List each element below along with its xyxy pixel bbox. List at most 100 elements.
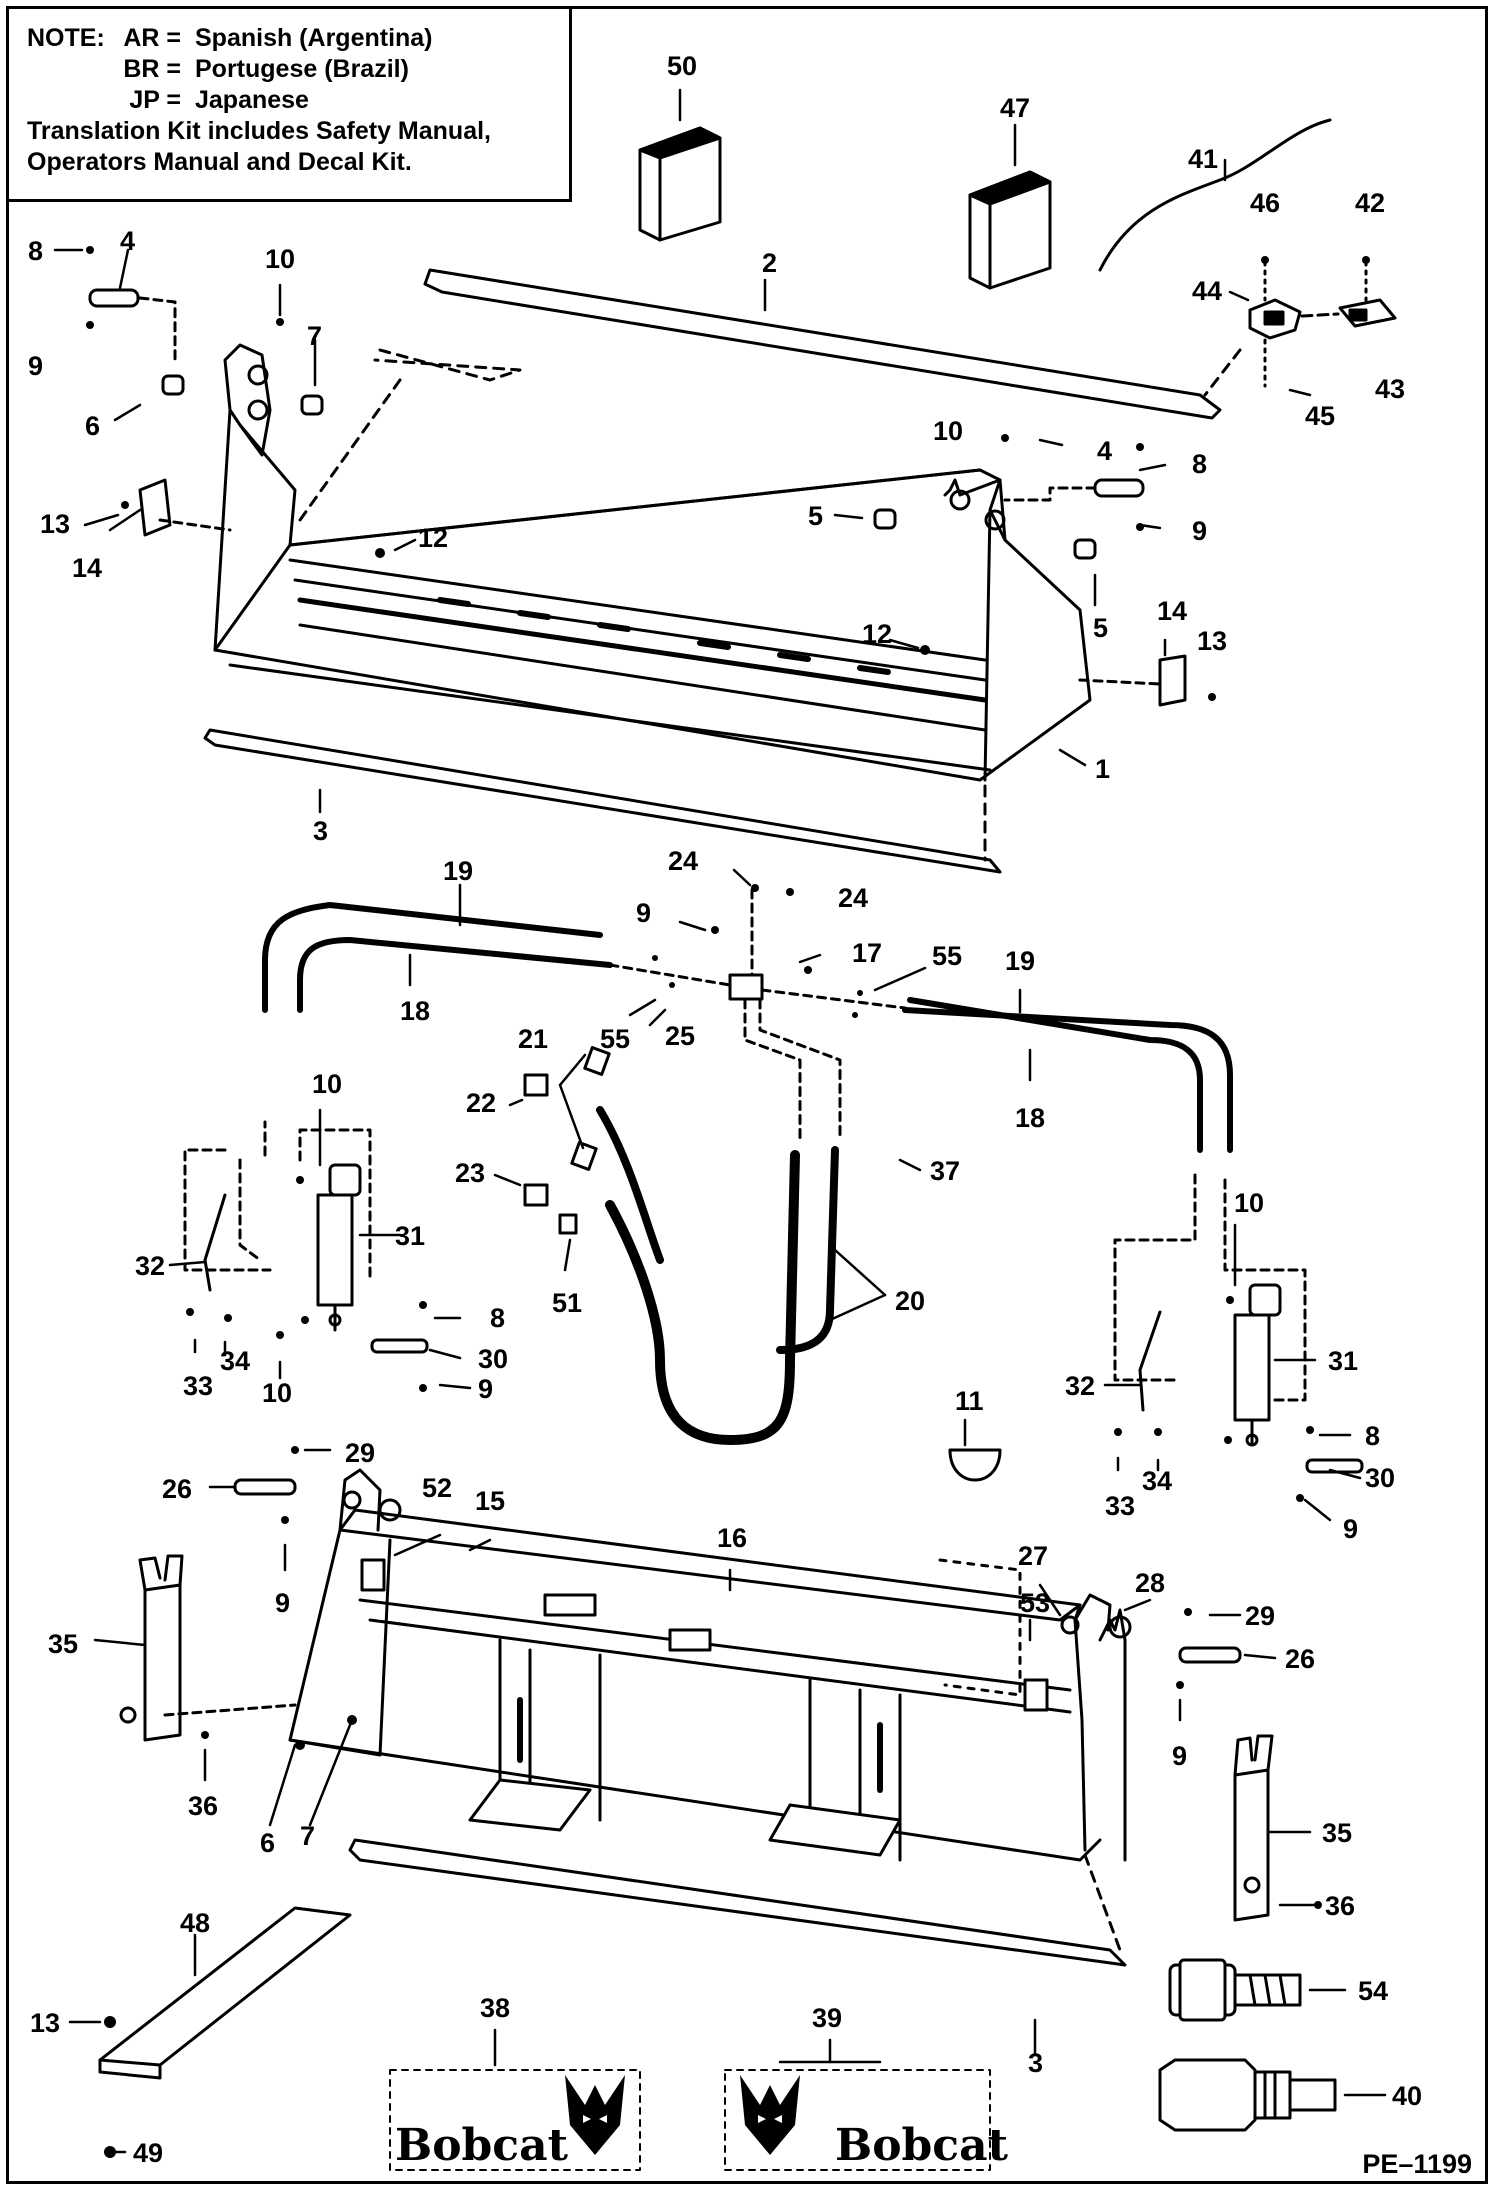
callout-8-b: 8: [1192, 449, 1207, 479]
callout-9-g: 9: [1172, 1741, 1187, 1771]
callout-18-b: 18: [1015, 1103, 1045, 1133]
callout-16: 16: [717, 1523, 747, 1553]
callout-1: 1: [1095, 754, 1110, 784]
coupler-54: [1168, 1958, 1302, 2022]
plate-14-left: [138, 478, 172, 537]
callout-31-a: 31: [395, 1221, 425, 1251]
callout-46: 46: [1250, 188, 1280, 218]
callout-9-a: 9: [28, 351, 43, 381]
cutting-edge-48: [98, 1906, 352, 2080]
callout-55-a: 55: [932, 941, 962, 971]
callout-34-a: 34: [220, 1346, 250, 1376]
callout-6-b: 6: [260, 1828, 275, 1858]
callout-13-b: 13: [1197, 626, 1227, 656]
callout-14-b: 14: [1157, 596, 1187, 626]
callout-15: 15: [475, 1486, 505, 1516]
manual-47: [968, 170, 1052, 290]
hose-20: [605, 1150, 800, 1445]
callout-10-b: 10: [933, 416, 963, 446]
callout-13-c: 13: [30, 2008, 60, 2038]
callout-36-a: 36: [188, 1791, 218, 1821]
pin-26-left: [233, 1478, 297, 1496]
callout-26-a: 26: [162, 1474, 192, 1504]
callout-42: 42: [1355, 188, 1385, 218]
decal-39-content: Bobcat: [740, 2075, 1009, 2171]
callout-12-a: 12: [418, 523, 448, 553]
callout-8-a: 8: [28, 236, 43, 266]
callout-26-b: 26: [1285, 1644, 1315, 1674]
callout-30-b: 30: [1365, 1463, 1395, 1493]
callout-53: 53: [1020, 1588, 1050, 1618]
coupler-40: [1158, 2058, 1337, 2132]
callout-33-a: 33: [183, 1371, 213, 1401]
bracket-35-right: [1233, 1734, 1274, 1922]
callout-44: 44: [1192, 276, 1222, 306]
callout-18-a: 18: [400, 996, 430, 1026]
callout-29-a: 29: [345, 1438, 375, 1468]
page-frame: [6, 6, 1488, 2184]
note-label: NOTE:: [27, 24, 105, 52]
callout-28: 28: [1135, 1568, 1165, 1598]
callout-51: 51: [552, 1288, 582, 1318]
callout-35-b: 35: [1322, 1818, 1352, 1848]
callout-20: 20: [895, 1286, 925, 1316]
callout-12-b: 12: [862, 619, 892, 649]
callout-2: 2: [762, 248, 777, 278]
callout-3-a: 3: [313, 816, 328, 846]
bushing-7-left: [300, 394, 324, 416]
callout-37: 37: [930, 1156, 960, 1186]
tee-25: [728, 973, 764, 1001]
callout-36-b: 36: [1325, 1891, 1355, 1921]
callout-13-a: 13: [40, 509, 70, 539]
svg-text:Bobcat: Bobcat: [395, 2120, 569, 2171]
hose-19-right: [907, 997, 1203, 1153]
note-line-2: Operators Manual and Decal Kit.: [27, 148, 412, 176]
note-row-jp: JP =Japanese: [129, 86, 309, 114]
callout-29-b: 29: [1245, 1601, 1275, 1631]
callout-34-b: 34: [1142, 1466, 1172, 1496]
callout-5-a: 5: [808, 501, 823, 531]
callout-10-e: 10: [1234, 1188, 1264, 1218]
callout-24-b: 24: [838, 883, 868, 913]
cylinder-31-right: [1113, 1173, 1307, 1447]
callout-19-a: 19: [443, 856, 473, 886]
callout-40: 40: [1392, 2081, 1422, 2111]
bushing-5-a: [873, 508, 897, 530]
callout-47: 47: [1000, 93, 1030, 123]
cylinder-31-left: [183, 1120, 372, 1332]
callout-23: 23: [455, 1158, 485, 1188]
callout-11: 11: [955, 1386, 984, 1416]
hose-18-left: [297, 937, 613, 1013]
callout-19-b: 19: [1005, 946, 1035, 976]
callout-54: 54: [1358, 1976, 1388, 2006]
bushing-6-left: [161, 374, 185, 396]
manual-50: [638, 126, 722, 242]
rod-32-left: [203, 1193, 227, 1292]
callout-50: 50: [667, 51, 697, 81]
callout-27: 27: [1018, 1541, 1048, 1571]
callout-48: 48: [180, 1908, 210, 1938]
callout-32-b: 32: [1065, 1371, 1095, 1401]
hose-18-right: [902, 1007, 1233, 1153]
callout-8-d: 8: [1365, 1421, 1380, 1451]
callout-33-b: 33: [1105, 1491, 1135, 1521]
mounting-frame-15: [288, 1468, 1132, 1862]
switch-43: [1338, 298, 1397, 328]
cutting-edge-2: [423, 268, 1222, 420]
bushing-5-b: [1073, 538, 1097, 560]
bucket-1: [213, 343, 1092, 782]
bracket-35-left: [119, 1554, 297, 1742]
note-row-br: BR =Portugese (Brazil): [123, 55, 409, 83]
callout-52: 52: [422, 1473, 452, 1503]
callout-9-b: 9: [1192, 516, 1207, 546]
callout-4-b: 4: [1097, 436, 1112, 466]
plate-14-right: [1158, 654, 1187, 707]
rod-32-right: [1138, 1310, 1162, 1412]
callout-9-c: 9: [636, 898, 651, 928]
callout-32-a: 32: [135, 1251, 165, 1281]
switch-bracket-44: [1248, 298, 1302, 340]
callout-10-a: 10: [265, 244, 295, 274]
callout-49: 49: [133, 2138, 163, 2168]
callout-8-c: 8: [490, 1303, 505, 1333]
pin-30-left: [370, 1338, 429, 1354]
